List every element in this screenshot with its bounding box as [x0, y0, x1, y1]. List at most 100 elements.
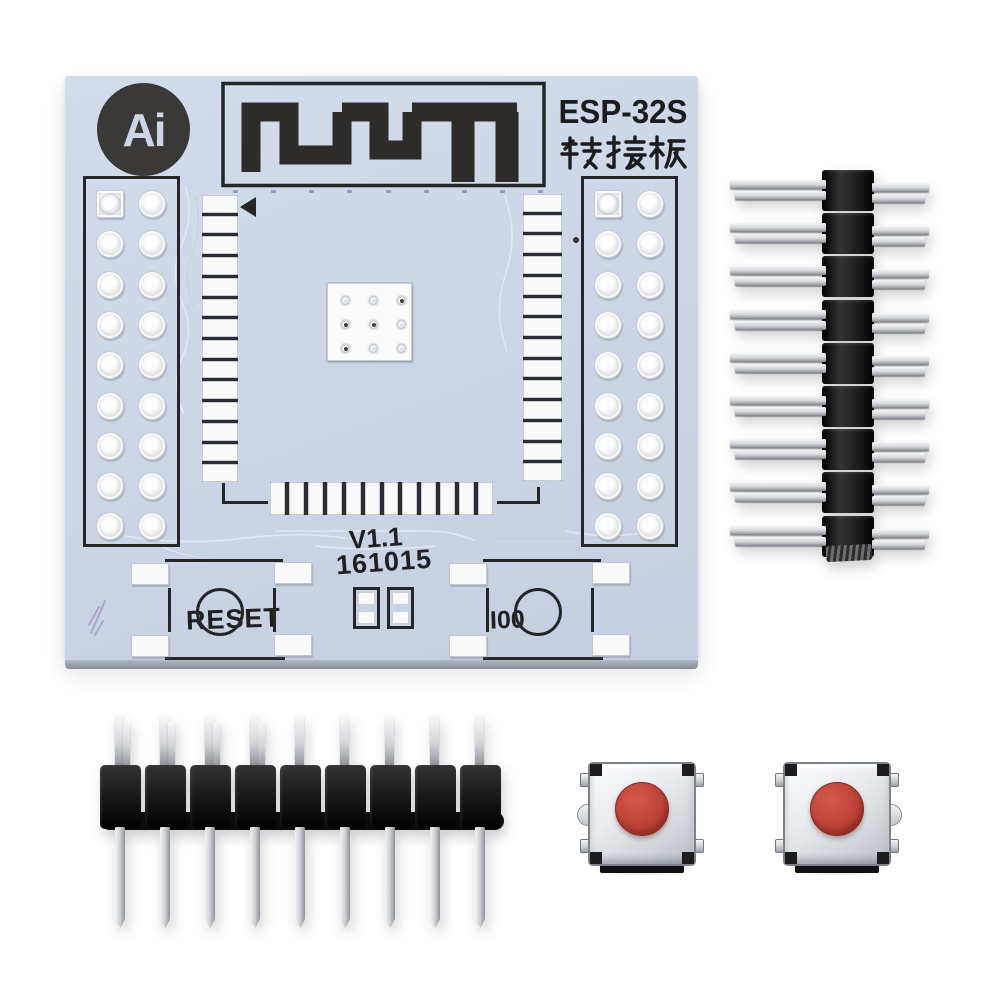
- header-pin: [115, 827, 125, 928]
- header-pin: [258, 722, 265, 768]
- passive-footprint: [387, 587, 414, 629]
- tht-pad: [96, 351, 124, 380]
- header-plastic-segment: [145, 765, 186, 829]
- tht-pad: [138, 310, 166, 339]
- tht-pad: [636, 351, 664, 380]
- header-pin: [735, 277, 826, 287]
- pad-hole: [369, 296, 378, 305]
- header-pin: [872, 183, 929, 192]
- corner-notch: [682, 764, 694, 776]
- ai-thinker-logo: Ai: [97, 83, 190, 176]
- header-pin: [872, 280, 925, 290]
- pad-hole: [397, 296, 406, 305]
- header-pin: [168, 722, 175, 768]
- tht-pad: [636, 512, 664, 541]
- crimped-metal-end: [825, 543, 873, 563]
- header-pin: [735, 493, 826, 503]
- tht-pad: [138, 230, 166, 259]
- pad-hole: [341, 320, 350, 329]
- switch-metal-body: [783, 762, 891, 866]
- header-pin: [872, 496, 925, 506]
- tht-pad: [594, 270, 622, 299]
- header-pin: [430, 827, 440, 928]
- header-pin: [730, 180, 826, 189]
- header-pin: [160, 827, 170, 928]
- tht-pad: [138, 190, 166, 218]
- pad-hole: [369, 320, 378, 329]
- center-thermal-pad: [327, 283, 412, 361]
- header-pin: [340, 827, 350, 928]
- pad-hole: [341, 344, 350, 353]
- header-pin: [730, 396, 826, 405]
- module-pad: [307, 482, 323, 515]
- header-plastic-segment: [822, 472, 874, 514]
- header-pin: [730, 266, 826, 276]
- header-pin: [872, 269, 929, 279]
- tht-pad: [636, 270, 664, 299]
- board-title: ESP-32S 转接板: [547, 93, 699, 179]
- header-pin: [872, 528, 929, 538]
- reset-switch-footprint: [130, 557, 315, 662]
- module-pad: [523, 401, 562, 419]
- header-plastic-segment: [822, 256, 874, 298]
- module-pad: [459, 482, 475, 515]
- module-pad: [523, 442, 562, 461]
- header-plastic-segment: [822, 429, 874, 471]
- module-pads-left: [202, 195, 238, 483]
- header-pin: [872, 485, 929, 495]
- module-pad: [202, 195, 238, 213]
- module-pad: [523, 256, 562, 274]
- header-plastic-segment: [822, 342, 874, 384]
- pcb-edge: [65, 660, 698, 669]
- silk-line: [486, 588, 489, 632]
- module-pad: [478, 482, 494, 515]
- tht-pad: [636, 431, 664, 460]
- header-pin: [735, 363, 826, 373]
- corner-notch: [590, 852, 602, 864]
- header-plastic-segment: [190, 765, 231, 829]
- tht-pad: [138, 351, 166, 380]
- header-pin: [872, 237, 925, 247]
- module-pad: [270, 482, 285, 515]
- header-pin: [213, 722, 220, 768]
- header-plastic-segment: [822, 170, 874, 211]
- module-pad: [383, 482, 399, 515]
- tht-pad: [594, 310, 622, 339]
- header-pin: [205, 827, 215, 928]
- corner-bracket: [497, 501, 540, 504]
- module-pad: [288, 482, 304, 515]
- header-pin: [250, 716, 259, 768]
- tht-pad: [138, 391, 166, 420]
- header-pin: [872, 312, 929, 322]
- module-pad: [523, 463, 562, 482]
- tht-pad: [594, 472, 622, 501]
- header-pin: [735, 407, 826, 416]
- tht-pad: [138, 431, 166, 460]
- header-plastic-segment: [822, 213, 874, 255]
- module-pad: [523, 297, 562, 316]
- header-pin: [730, 525, 826, 535]
- drill-tick-row: [233, 190, 543, 193]
- module-pad: [202, 215, 238, 234]
- module-pad: [523, 276, 562, 295]
- header-plastic-segment: [100, 765, 141, 829]
- tht-pad: [96, 512, 124, 541]
- esp32s-adapter-pcb: Ai ESP-32S 转接板: [65, 76, 699, 669]
- silk-line: [168, 588, 171, 632]
- module-pad: [202, 360, 238, 379]
- tht-pad: [594, 391, 622, 420]
- pin-header-single-row: [100, 716, 506, 929]
- header-pin: [295, 716, 304, 768]
- title-line2-text: 转接板: [559, 131, 560, 132]
- header-pin: [475, 827, 485, 928]
- corner-bracket: [222, 501, 268, 504]
- tht-pad: [96, 472, 124, 501]
- module-pad: [523, 421, 562, 440]
- via-dot: [573, 237, 579, 243]
- tht-pad: [138, 270, 166, 299]
- red-button-cap: [615, 782, 669, 836]
- header-pin: [385, 716, 394, 768]
- pad-hole: [99, 193, 121, 215]
- header-pin: [340, 716, 349, 768]
